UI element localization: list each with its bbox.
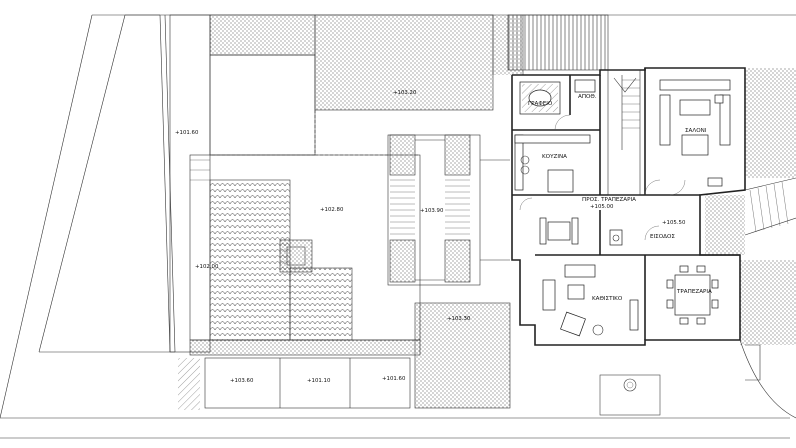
- label-grafeio: ΓΡΑΦΕΙΟ: [528, 101, 553, 107]
- elev-west-strip: +101.60: [175, 130, 199, 136]
- label-kathistiko: ΚΑΘΙΣΤΙΚΟ: [592, 296, 623, 302]
- elev-bridge: +103.90: [420, 208, 444, 214]
- office-furniture: [519, 79, 596, 115]
- tiled-roof: [189, 154, 421, 356]
- elev-west-low: +102.00: [195, 264, 219, 270]
- door-swings: [519, 114, 686, 241]
- elev-prostrapezaria: +105.00: [590, 204, 614, 210]
- south-court: [178, 302, 511, 410]
- saloni-furniture: [659, 79, 731, 187]
- label-eisodos: ΕΙΣΟΔΟΣ: [650, 234, 675, 240]
- label-kouzina: ΚΟΥΖΙΝΑ: [542, 154, 567, 160]
- prostrapezaria-furniture: [539, 217, 623, 246]
- central-bridge: [387, 134, 510, 286]
- label-prostrapezaria: ΠΡΟΣ. ΤΡΑΠΕΖΑΡΙΑ: [582, 197, 636, 203]
- label-saloni: ΣΑΛΟΝΙ: [685, 128, 707, 134]
- east-patio: [599, 68, 796, 419]
- elev-south-2: +101.10: [307, 378, 331, 384]
- kitchen-furniture: [514, 134, 591, 193]
- elev-eisodos: +105.50: [662, 220, 686, 226]
- elevation-labels: +101.60 +103.20 +102.80 +103.90 +102.00 …: [175, 90, 686, 384]
- elev-south-1: +103.60: [230, 378, 254, 384]
- trapezaria-furniture: [666, 265, 719, 325]
- elev-central-terrace: +102.80: [320, 207, 344, 213]
- room-labels: ΓΡΑΦΕΙΟ ΑΠΟΘ. ΣΑΛΟΝΙ ΚΟΥΖΙΝΑ ΠΡΟΣ. ΤΡΑΠΕ…: [528, 94, 712, 302]
- label-trapezaria: ΤΡΑΠΕΖΑΡΙΑ: [676, 289, 712, 295]
- elev-south-court: +103.30: [447, 316, 471, 322]
- top-stair-stripes: [507, 14, 609, 71]
- label-apothiki: ΑΠΟΘ.: [578, 94, 597, 100]
- elev-south-3: +101.60: [382, 376, 406, 382]
- kathistiko-furniture: [542, 264, 639, 337]
- house-stair: [607, 69, 641, 196]
- elev-roof-top: +103.20: [393, 90, 417, 96]
